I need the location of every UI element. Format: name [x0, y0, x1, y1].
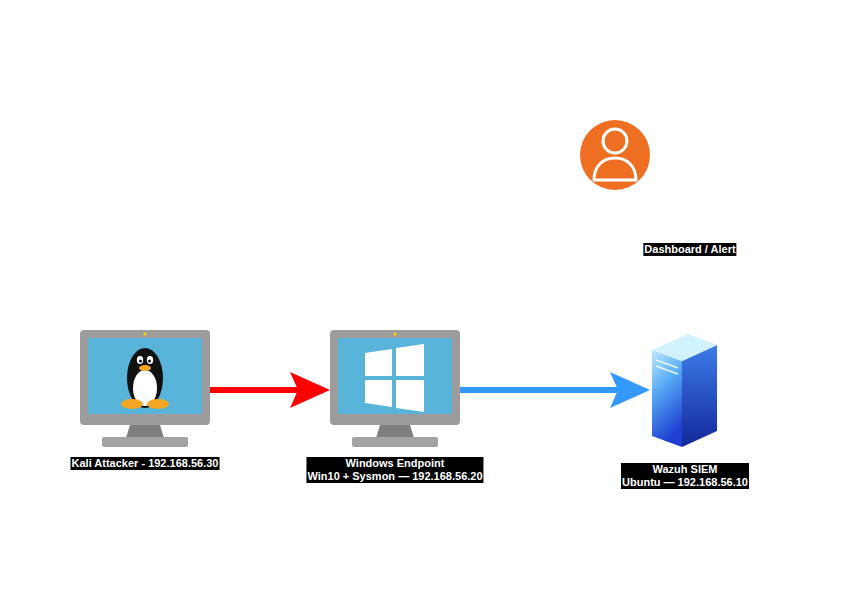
node-label: Windows Endpoint Win10 + Sysmon — 192.16… — [306, 457, 483, 483]
arrow-line — [460, 387, 618, 393]
flow-arrow — [210, 372, 330, 408]
node-label: Kali Attacker - 192.168.56.30 — [71, 457, 220, 470]
server-icon — [652, 334, 717, 447]
arrow-line — [210, 387, 298, 393]
network-node: Kali Attacker - 192.168.56.30 — [80, 330, 210, 450]
arrow-head — [290, 372, 330, 408]
windows-logo — [365, 344, 424, 412]
node-label: Dashboard / Alert — [643, 243, 736, 256]
network-node: Dashboard / Alert — [580, 120, 650, 190]
penguin-logo — [121, 348, 169, 409]
network-node: Wazuh SIEM Ubuntu — 192.168.56.10 — [650, 330, 718, 448]
node-label: Wazuh SIEM Ubuntu — 192.168.56.10 — [621, 463, 749, 489]
flow-arrow — [460, 372, 650, 408]
monitor-icon — [80, 330, 210, 447]
monitor-icon — [330, 330, 460, 447]
arrow-head — [610, 372, 650, 408]
network-node: Windows Endpoint Win10 + Sysmon — 192.16… — [330, 330, 460, 450]
user-icon — [580, 120, 650, 190]
